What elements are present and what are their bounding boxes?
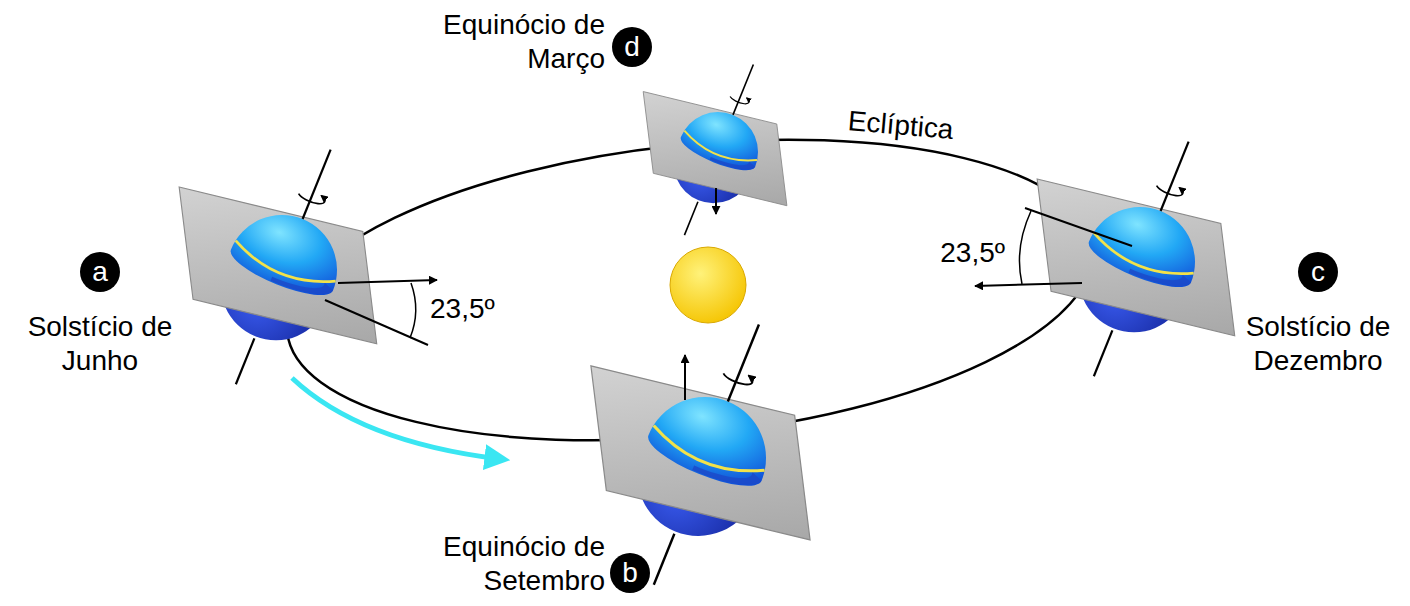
earth-june — [119, 102, 438, 427]
angle-arc — [410, 283, 416, 338]
direction-arrow — [292, 378, 500, 459]
angle-arc — [1019, 211, 1031, 284]
season-label: Solstício de Junho — [0, 310, 200, 378]
season-letter: b — [622, 558, 638, 588]
sunlight-arrow — [715, 188, 717, 214]
season-marker: a — [80, 252, 120, 292]
sunlight-arrow — [975, 283, 1082, 286]
season-letter: d — [624, 32, 640, 62]
season-label: Equinócio de Setembro — [385, 530, 605, 598]
season-label: 23,5º — [915, 236, 1005, 270]
season-letter: c — [1311, 257, 1325, 287]
season-label: Eclíptica — [847, 104, 1009, 152]
season-label: Equinócio de Março — [385, 8, 605, 76]
season-marker: c — [1298, 252, 1338, 292]
season-letter: a — [92, 257, 108, 287]
season-marker: b — [610, 553, 650, 593]
sun — [670, 247, 746, 323]
equator-line — [1025, 208, 1132, 246]
sunlight-arrow — [684, 355, 686, 400]
season-label: Solstício de Dezembro — [1228, 310, 1408, 378]
season-label: 23,5º — [430, 292, 520, 326]
season-marker: d — [612, 27, 652, 67]
sunlight-arrow — [338, 280, 437, 283]
equator-line — [325, 300, 428, 345]
earth-december — [977, 94, 1296, 419]
